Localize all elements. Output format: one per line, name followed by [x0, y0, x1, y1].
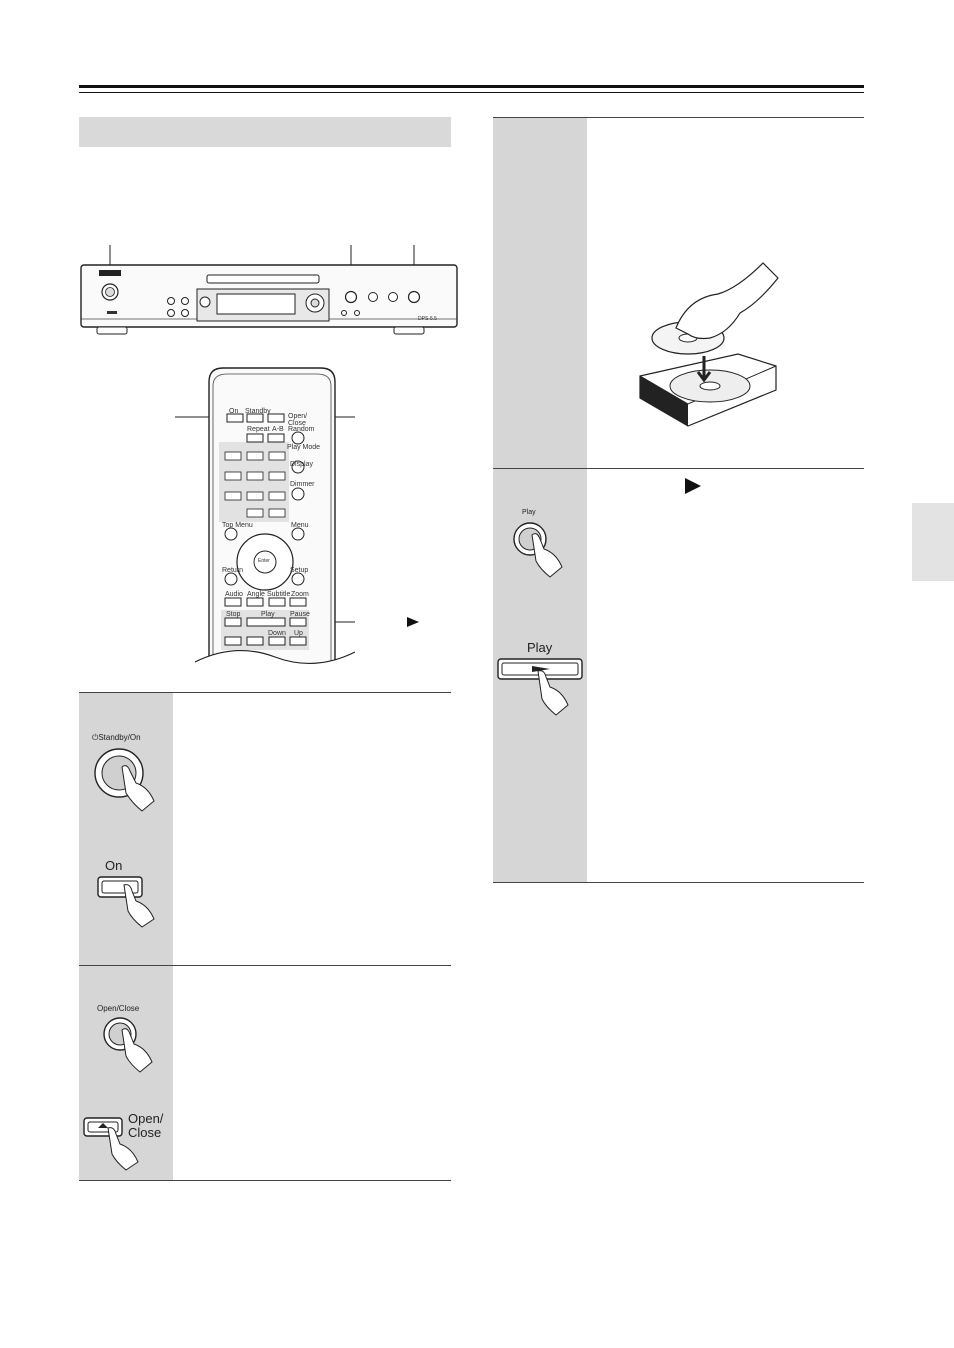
step-3-image-column	[493, 118, 587, 469]
model-label: DPS-5.5	[418, 316, 437, 322]
remote-label-top-menu: Top Menu	[222, 522, 253, 529]
disc-loading-illustration	[639, 262, 779, 427]
remote-label-dimmer: Dimmer	[290, 481, 315, 488]
play-unit-label: Play	[522, 509, 536, 516]
remote-label-repeat: Repeat	[247, 426, 270, 433]
step-3-panel	[493, 117, 864, 469]
remote-open-close-button-illustration	[83, 1117, 139, 1171]
remote-label-play: Play	[261, 611, 275, 618]
step-2-panel	[79, 965, 451, 1181]
open-close-button-illustration	[103, 1017, 153, 1073]
front-panel-illustration	[80, 245, 458, 335]
remote-label-enter: Enter	[258, 558, 270, 564]
remote-label-angle: Angle	[247, 591, 265, 598]
remote-label-subtitle: Subtitle	[267, 591, 291, 598]
section-header-band	[79, 117, 451, 147]
remote-label-standby: Standby	[245, 408, 271, 415]
remote-open-close-label: Open/Close	[128, 1111, 164, 1140]
remote-label-menu: Menu	[291, 522, 309, 529]
remote-label-up: Up	[294, 630, 303, 637]
top-rule-thick	[79, 85, 864, 88]
remote-label-ab: A-B	[272, 426, 284, 433]
step-1-image-column	[79, 693, 173, 966]
remote-label-pause: Pause	[290, 611, 310, 618]
remote-label-play-mode: Play Mode	[287, 444, 321, 451]
play-icon	[685, 478, 701, 494]
remote-label-down: Down	[268, 630, 286, 637]
step-2-image-column	[79, 966, 173, 1181]
open-close-label: Open/Close	[97, 1004, 140, 1013]
remote-label-on: On	[229, 408, 239, 415]
remote-illustration	[175, 367, 419, 672]
remote-label-stop: Stop	[226, 611, 241, 618]
remote-label-setup: Setup	[290, 567, 309, 574]
step-1-panel	[79, 692, 451, 966]
standby-on-label: ⏻Standby/On	[92, 733, 141, 742]
remote-play-label: Play	[527, 640, 553, 655]
step-4-bottom-rule	[493, 882, 864, 883]
standby-button-illustration	[94, 748, 155, 812]
remote-label-open-close: Open/ Close	[288, 413, 308, 427]
play-button-illustration	[513, 522, 563, 578]
remote-label-return: Return	[222, 567, 244, 574]
side-tab	[912, 503, 954, 581]
step-2-bottom-rule	[79, 1180, 451, 1181]
remote-on-button-illustration	[97, 876, 155, 928]
top-rule-thin	[79, 92, 864, 93]
remote-play-button-illustration	[497, 658, 583, 716]
remote-label-zoom: Zoom	[291, 591, 309, 598]
remote-label-display: Display	[290, 461, 313, 468]
remote-label-random: Random	[288, 426, 315, 433]
remote-on-label: On	[105, 858, 123, 873]
remote-label-audio: Audio	[225, 591, 243, 598]
